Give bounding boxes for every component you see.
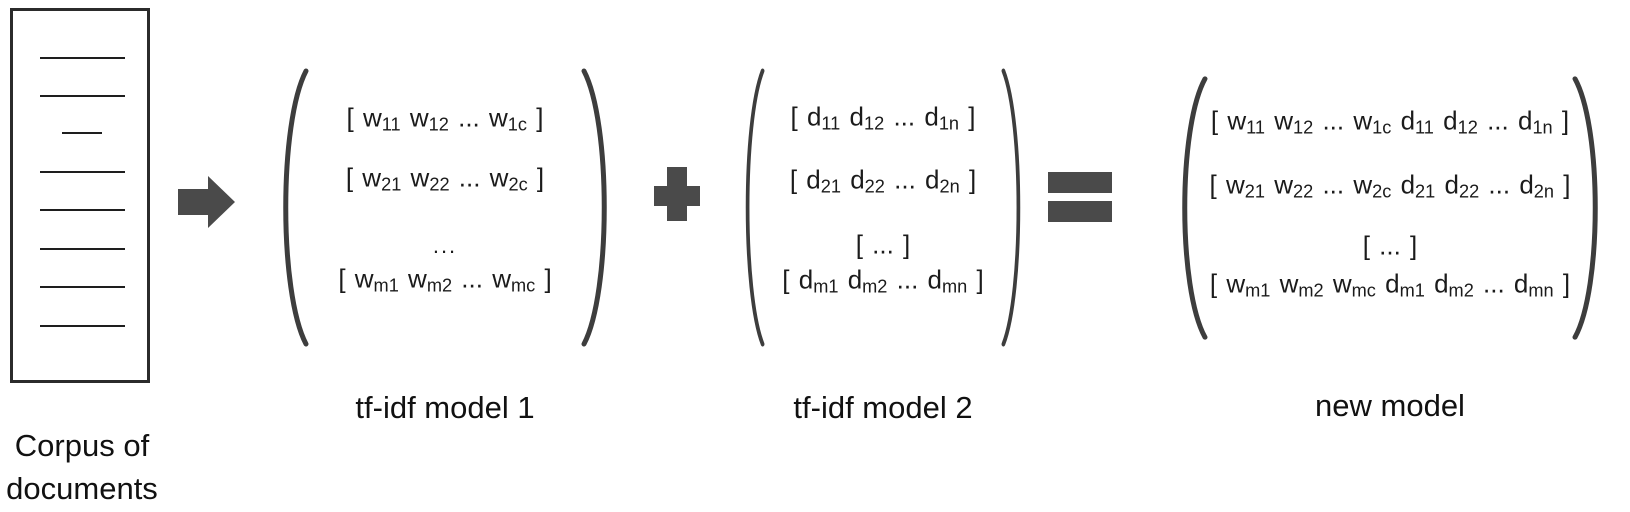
- matrix-row: [ w11 w12 ... w1c ]: [346, 102, 544, 135]
- matrix-row: [ wm1 wm2 ... wmc ]: [338, 263, 552, 296]
- matrix-row: [ w21 w22 ... w2c d21 d22 ... d2n ]: [1209, 169, 1571, 202]
- right-parenthesis-icon: [581, 68, 607, 347]
- right-arrow-icon: [178, 176, 235, 228]
- matrix-row: [ w11 w12 ... w1c d11 d12 ... d1n ]: [1210, 105, 1570, 138]
- right-parenthesis-icon: [1001, 68, 1021, 347]
- matrix-row: [ ... ]: [855, 229, 911, 260]
- corpus-label-line1: Corpus of: [14, 428, 150, 463]
- left-parenthesis-icon: [1182, 76, 1208, 340]
- matrix-tfidf-model-1: [ w11 w12 ... w1c ] [ w21 w22 ... w2c ] …: [266, 66, 624, 349]
- equals-bar: [1048, 201, 1112, 222]
- text-line: [40, 248, 125, 250]
- text-line: [40, 325, 125, 327]
- matrix-label-tfidf-2: tf-idf model 2: [793, 390, 973, 425]
- matrix-label-new-model: new model: [1315, 388, 1465, 423]
- equals-icon: [1048, 172, 1112, 222]
- corpus-label-line2: documents: [6, 471, 158, 506]
- matrix-row: [ d21 d22 ... d2n ]: [789, 164, 977, 197]
- corpus-document-box: [10, 8, 150, 383]
- text-line: [40, 57, 125, 59]
- text-line: [62, 132, 102, 134]
- matrix-row: [ ... ]: [1362, 230, 1418, 261]
- left-parenthesis-icon: [283, 68, 309, 347]
- text-line: [40, 95, 125, 97]
- text-line: [40, 171, 125, 173]
- corpus-label: Corpus of documents: [0, 424, 168, 510]
- matrix-new-model: [ w11 w12 ... w1c d11 d12 ... d1n ] [ w2…: [1165, 74, 1615, 342]
- matrix-row: [ d11 d12 ... d1n ]: [790, 101, 976, 134]
- plus-icon: [654, 167, 700, 221]
- matrix-tfidf-model-2: [ d11 d12 ... d1n ] [ d21 d22 ... d2n ] …: [733, 66, 1033, 349]
- text-line: [40, 209, 125, 211]
- matrix-row: [ dm1 dm2 ... dmn ]: [782, 264, 984, 297]
- matrix-row: [ w21 w22 ... w2c ]: [345, 162, 545, 195]
- right-parenthesis-icon: [1572, 76, 1598, 340]
- matrix-row: [ wm1 wm2 wmc dm1 dm2 ... dmn ]: [1209, 268, 1571, 301]
- matrix-row: ...: [432, 233, 458, 258]
- text-line: [40, 286, 125, 288]
- matrix-label-tfidf-1: tf-idf model 1: [355, 390, 535, 425]
- left-parenthesis-icon: [745, 68, 765, 347]
- equals-bar: [1048, 172, 1112, 193]
